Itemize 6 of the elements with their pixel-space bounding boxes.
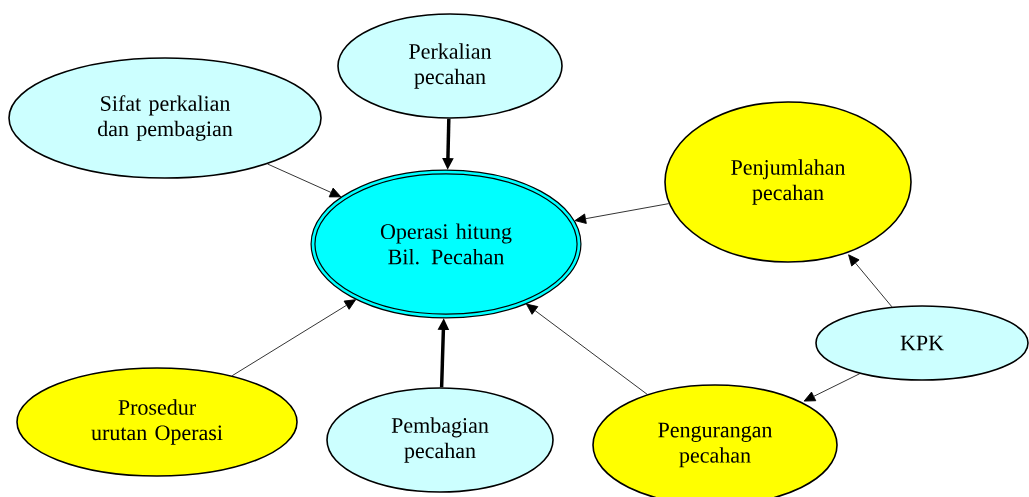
arrow <box>231 299 357 377</box>
arrow <box>526 303 648 395</box>
arrow <box>267 163 342 198</box>
arrow <box>848 254 893 308</box>
arrow <box>574 203 670 224</box>
arrow <box>803 373 861 402</box>
